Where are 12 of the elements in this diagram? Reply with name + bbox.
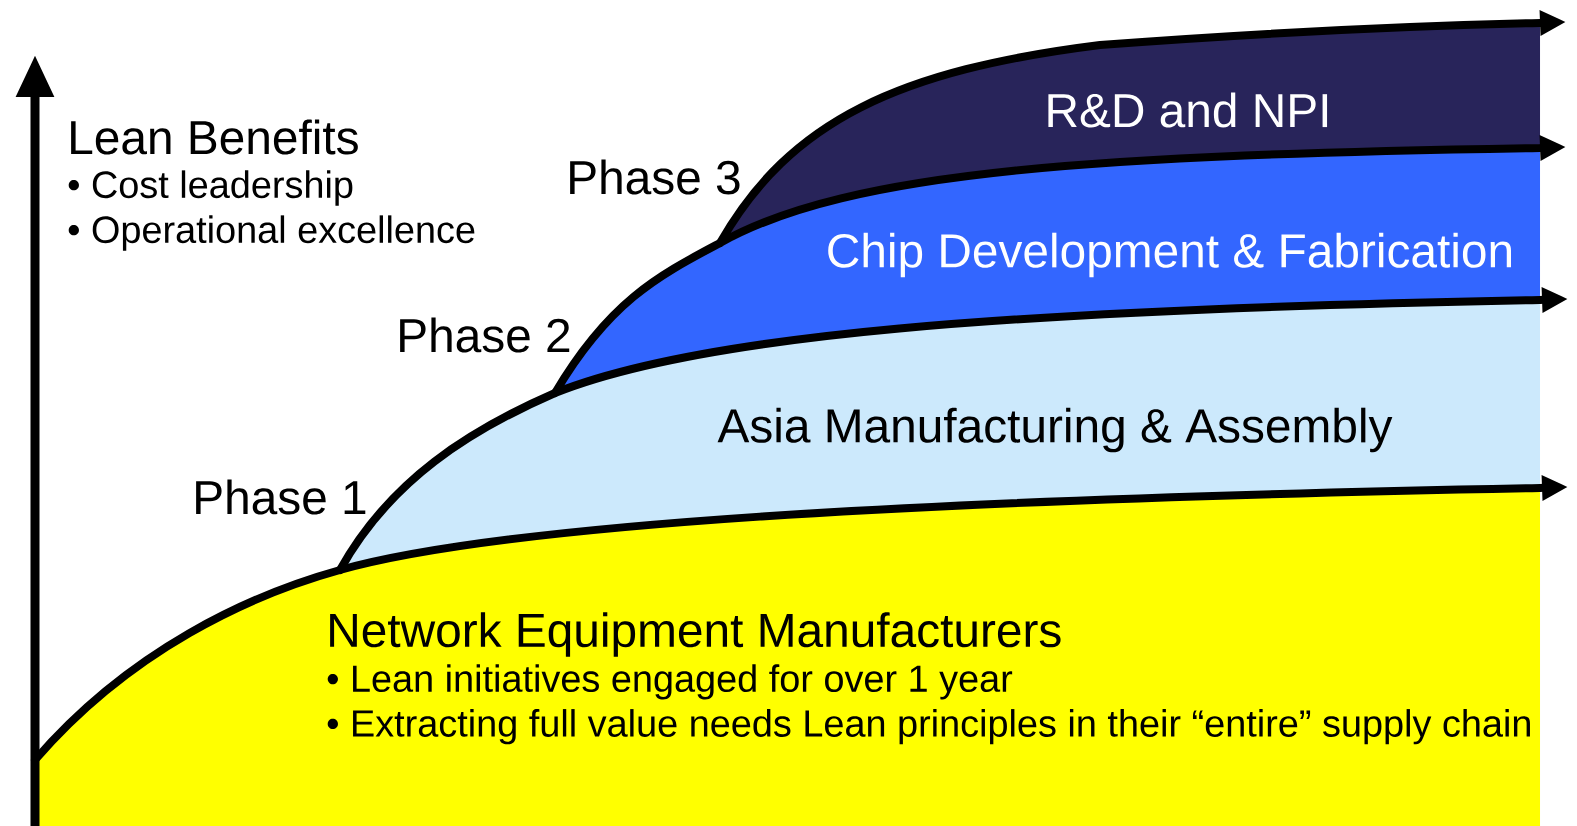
phase-label: Phase 3 — [570, 159, 740, 195]
band-title: Network Equipment Manufacturers — [330, 612, 1061, 657]
phase-label: Phase 1 — [196, 479, 366, 515]
bullet-text: • Cost leadership — [68, 170, 353, 206]
bullet-text: • Operational excellence — [68, 215, 475, 251]
phase-label: Phase 2 — [400, 317, 570, 353]
band-title: Chip Development & Fabrication — [828, 232, 1511, 278]
band-title: Asia Manufacturing & Assembly — [717, 407, 1393, 453]
bullet-text: • Extracting full value needs Lean principles in their “entire” supply chain — [327, 709, 1530, 745]
heading-text: Lean Benefits — [71, 119, 358, 155]
bullet-text: • Lean initiatives engaged for over 1 year — [327, 664, 1013, 700]
band-title: R&D and NPI — [1048, 92, 1328, 128]
